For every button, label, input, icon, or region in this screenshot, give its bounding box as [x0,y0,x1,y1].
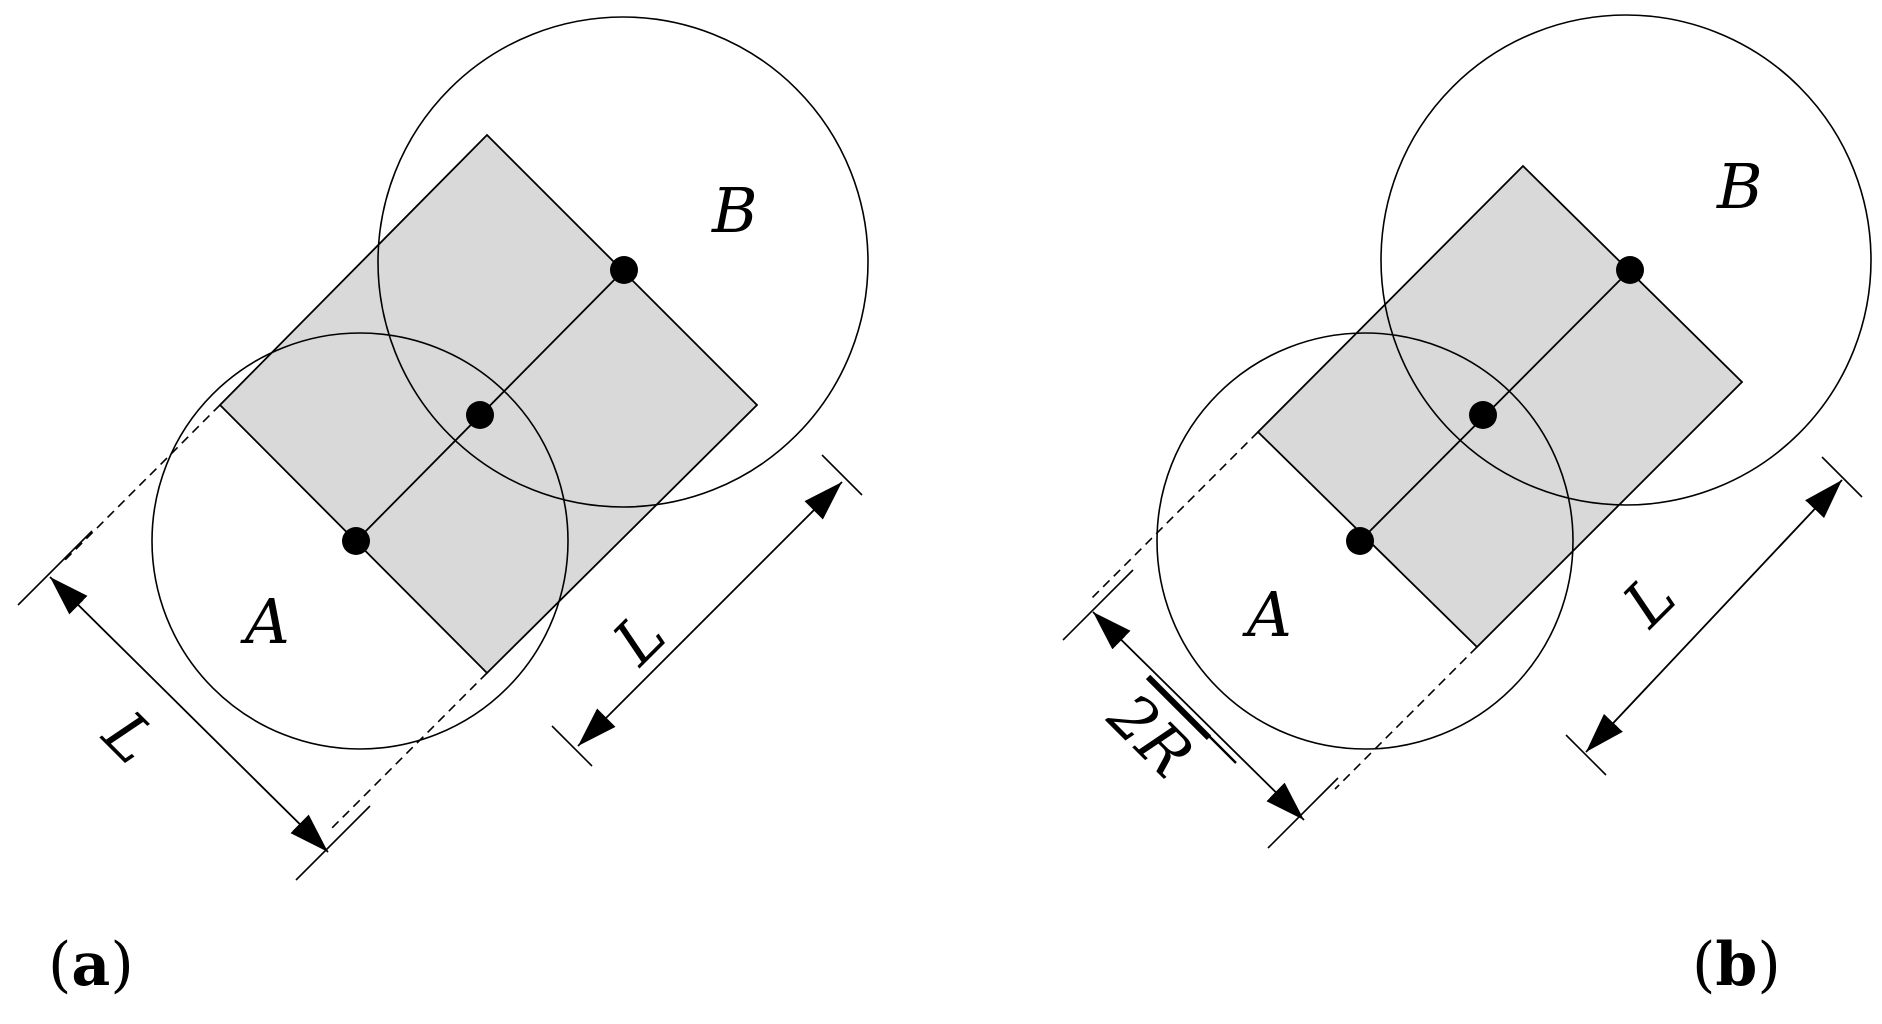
panel-a-label-open: ( [48,930,71,1000]
panel-b-dim-right-tick-2 [1565,734,1607,776]
panel-a-dim-right-label: L [598,598,679,679]
panel-a-dim-left-arrow [49,576,329,853]
panel-b-circle-a-label: A [1242,578,1292,651]
panel-b-dim-right-label: L [1608,560,1689,641]
panel-a-dim-right-tick-1 [821,454,863,496]
panel-b-dim-left-tick-2 [1267,777,1339,849]
panel-a-dim-left-label: L [89,696,170,777]
panel-b-label: (b) [1692,930,1781,1000]
panel-b-overlap-rectangle [1256,164,1744,649]
panel-a-label: (a) [48,930,134,1000]
panel-a-dim-right-arrow [577,481,843,747]
panel-b-label-open: ( [1692,930,1715,1000]
panel-b-dim-left-arrow [1092,611,1305,821]
panel-a-dim-left-tick-2 [295,805,371,881]
panel-b-midpoint-dot [1469,401,1497,429]
panel-a-dashed-extension-upper [61,404,221,564]
panel-b-center-a-dot [1346,527,1374,555]
panel-b-dim-left-tick-1 [1062,569,1134,641]
panel-b-dashed-extension-lower [1334,646,1478,790]
panel-a-circle-a [151,332,569,750]
panel-a-dim-right-tick-2 [551,725,593,767]
panel-b-center-line [1359,269,1631,542]
panel-a-dim-left-tick-1 [17,530,93,606]
panel-b: B A 2R L (b) [1062,14,1872,1000]
panel-a-midpoint-dot [466,401,494,429]
panel-b-label-letter: b [1715,930,1757,1000]
panel-b-circle-b-label: B [1716,150,1763,223]
panel-b-dim-right-arrow [1585,479,1843,753]
panel-b-dashed-extension-upper [1089,431,1259,601]
panel-a-circle-a-label: A [240,585,290,658]
panel-b-label-close: ) [1757,930,1780,1000]
panel-b-dim-right-tick-1 [1821,456,1863,498]
panel-a-center-a-dot [342,527,370,555]
panel-a-dashed-extension-lower [329,672,488,831]
panel-a: B A L L (a) [17,16,869,1000]
panel-a-circle-b-label: B [711,174,758,247]
panel-b-center-b-dot [1616,256,1644,284]
panel-a-center-b-dot [610,256,638,284]
panel-b-circle-a [1156,332,1574,750]
panel-a-label-letter: a [71,930,110,1000]
panel-a-label-close: ) [110,930,133,1000]
panel-b-dim-left-overbar [1207,734,1237,764]
panel-b-dim-left-label: 2R [1094,678,1207,791]
